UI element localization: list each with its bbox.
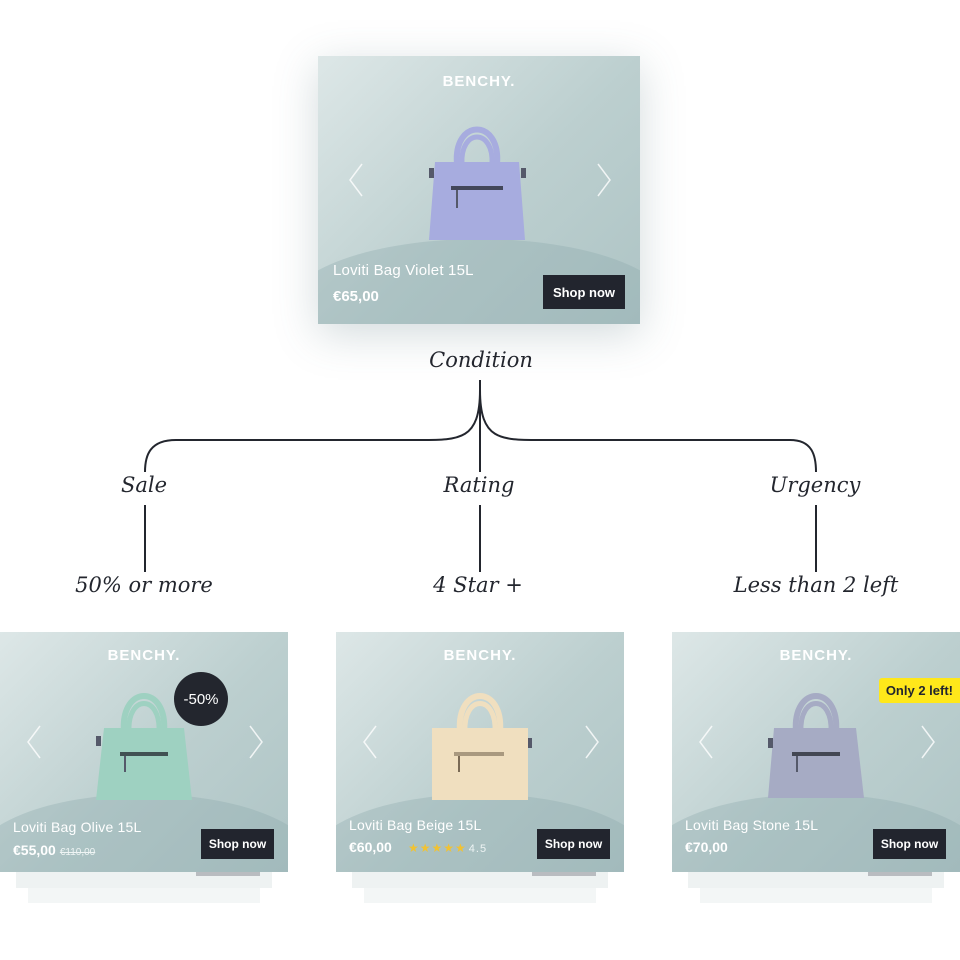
card-stack-shadow xyxy=(700,885,932,903)
next-arrow-icon[interactable] xyxy=(578,722,606,762)
result-label-urgency: Less than 2 left xyxy=(733,573,899,597)
current-price: €55,00 xyxy=(13,842,56,858)
bag-image xyxy=(96,693,192,800)
root-product-card: BENCHY. Loviti Bag Violet 15L €65,00 Sho… xyxy=(318,56,640,324)
prev-arrow-icon[interactable] xyxy=(342,160,370,200)
branch-label-sale: Sale xyxy=(120,473,168,497)
rating-value: 4.5 xyxy=(468,843,488,855)
product-name: Loviti Bag Violet 15L xyxy=(333,262,474,279)
card-stack-button-shadow xyxy=(532,872,596,876)
next-arrow-icon[interactable] xyxy=(242,722,270,762)
branch-label-urgency: Urgency xyxy=(769,473,861,497)
shop-now-button[interactable]: Shop now xyxy=(543,275,625,309)
branch-label-rating: Rating xyxy=(443,473,515,497)
card-stack-button-shadow xyxy=(868,872,932,876)
bag-image xyxy=(768,693,864,798)
condition-label: Condition xyxy=(429,348,533,372)
product-name: Loviti Bag Stone 15L xyxy=(685,817,819,833)
brand-logo: BENCHY. xyxy=(442,73,516,90)
bag-image xyxy=(432,693,532,800)
shop-now-button[interactable]: Shop now xyxy=(537,829,610,859)
result-label-sale: 50% or more xyxy=(75,573,213,597)
prev-arrow-icon[interactable] xyxy=(20,722,48,762)
product-price: €55,00€110,00 xyxy=(13,842,95,858)
shop-now-button[interactable]: Shop now xyxy=(873,829,946,859)
bag-image xyxy=(429,126,526,240)
brand-logo: BENCHY. xyxy=(779,647,853,664)
brand-logo: BENCHY. xyxy=(107,647,181,664)
card-stack-shadow xyxy=(28,885,260,903)
card-stack-button-shadow xyxy=(196,872,260,876)
star-icons: ★★★★★ xyxy=(408,841,467,855)
prev-arrow-icon[interactable] xyxy=(356,722,384,762)
prev-arrow-icon[interactable] xyxy=(692,722,720,762)
next-arrow-icon[interactable] xyxy=(590,160,618,200)
rating-stars: ★★★★★4.5 xyxy=(408,841,487,855)
product-name: Loviti Bag Beige 15L xyxy=(349,817,482,833)
low-stock-badge: Only 2 left! xyxy=(878,678,960,703)
product-card-urgency: BENCHY. Only 2 left! Loviti Bag Stone 15… xyxy=(672,632,960,872)
card-stack-shadow xyxy=(364,885,596,903)
product-price: €70,00 xyxy=(685,839,728,855)
product-card-rating: BENCHY. Loviti Bag Beige 15L €60,00 ★★★★… xyxy=(336,632,624,872)
result-label-rating: 4 Star + xyxy=(433,573,523,597)
original-price: €110,00 xyxy=(59,847,96,858)
shop-now-button[interactable]: Shop now xyxy=(201,829,274,859)
product-price: €65,00 xyxy=(333,288,379,305)
next-arrow-icon[interactable] xyxy=(914,722,942,762)
discount-badge: -50% xyxy=(174,672,228,726)
product-price: €60,00 xyxy=(349,839,392,855)
product-card-sale: BENCHY. -50% Loviti Bag Olive 15L €55,00… xyxy=(0,632,288,872)
brand-logo: BENCHY. xyxy=(443,647,517,664)
product-name: Loviti Bag Olive 15L xyxy=(13,819,142,835)
